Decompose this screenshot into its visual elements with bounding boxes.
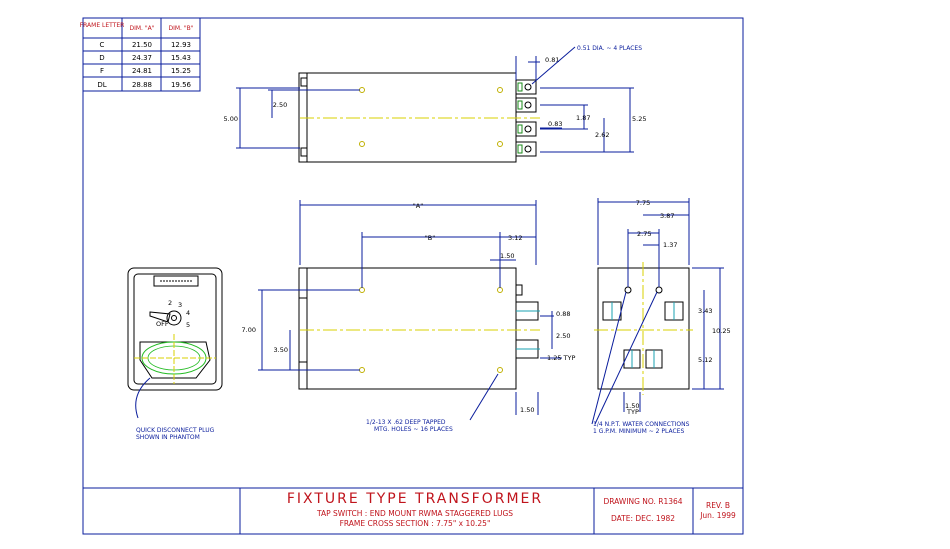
table-cell: 24.37 xyxy=(132,54,152,62)
revision: REV. B xyxy=(706,501,730,510)
front-view: "A" "B" 3.12 1.50 7.00 3.50 0.88 2.50 1.… xyxy=(242,200,575,433)
note-plug: SHOWN IN PHANTOM xyxy=(136,434,200,441)
dim-label: 1.50 xyxy=(520,406,534,414)
tap-number: 2 xyxy=(168,299,172,307)
note-plug: QUICK DISCONNECT PLUG xyxy=(136,427,215,434)
dim-label: 2.62 xyxy=(595,131,609,139)
dim-label: 5.12 xyxy=(698,356,712,364)
title-block: FIXTURE TYPE TRANSFORMER TAP SWITCH : EN… xyxy=(287,491,736,528)
note-water: 1 G.P.M. MINIMUM ~ 2 PLACES xyxy=(593,428,684,435)
dim-label: 3.50 xyxy=(274,346,288,354)
drawing-subtitle: TAP SWITCH : END MOUNT RWMA STAGGERED LU… xyxy=(316,509,513,518)
table-cell: 21.50 xyxy=(132,41,152,49)
table-cell: C xyxy=(100,41,105,49)
tap-number: 3 xyxy=(178,301,182,309)
note-holes: 1/2-13 X .62 DEEP TAPPED xyxy=(366,419,446,426)
table-cell: 12.93 xyxy=(171,41,191,49)
tap-number: 4 xyxy=(186,309,190,317)
table-cell: F xyxy=(100,67,104,75)
drawing-title: FIXTURE TYPE TRANSFORMER xyxy=(287,491,543,507)
end-view: 7.75 3.87 2.75 1.37 10.25 3.43 5.12 1.50… xyxy=(591,198,731,435)
table-header-frame: FRAME LETTER xyxy=(80,22,125,29)
dim-label: 3.87 xyxy=(660,212,674,220)
dim-label: 1.50 xyxy=(500,252,514,260)
callout-dia: 0.51 DIA. ~ 4 PLACES xyxy=(577,45,642,52)
drawing-number: DRAWING NO. R1364 xyxy=(603,497,682,506)
dim-label: 5.25 xyxy=(632,115,646,123)
table-header-a: DIM. "A" xyxy=(129,25,154,32)
note-water: 1/4 N.P.T. WATER CONNECTIONS xyxy=(593,421,690,428)
table-cell: 28.88 xyxy=(132,81,152,89)
top-view: 5.00 2.50 0.81 0.51 DIA. ~ 4 PLACES 5.25… xyxy=(224,45,646,163)
dim-label: 5.00 xyxy=(224,115,238,123)
table-cell: 24.81 xyxy=(132,67,152,75)
drawing-date: DATE: DEC. 1982 xyxy=(611,514,675,523)
dim-label: "B" xyxy=(425,234,435,242)
dim-label: TYP xyxy=(626,408,639,416)
dim-label: 2.50 xyxy=(273,101,287,109)
table-cell: 15.43 xyxy=(171,54,191,62)
tap-label-off: OFF xyxy=(156,320,169,328)
revision-date: Jun. 1999 xyxy=(699,511,736,520)
dim-label: 3.12 xyxy=(508,234,522,242)
dim-label: 0.88 xyxy=(556,310,570,318)
frame-table: FRAME LETTER DIM. "A" DIM. "B" C 21.50 1… xyxy=(80,17,201,92)
table-cell: 15.25 xyxy=(171,67,191,75)
table-cell: 19.56 xyxy=(171,81,192,89)
dim-label: 2.75 xyxy=(637,230,651,238)
dim-label: 7.00 xyxy=(242,326,256,334)
drawing-subtitle: FRAME CROSS SECTION : 7.75" x 10.25" xyxy=(340,519,491,528)
tap-switch-view: 2 3 4 5 OFF QUICK DISCONNECT PLUG SHOWN … xyxy=(127,267,223,441)
table-cell: DL xyxy=(97,81,106,89)
dim-label: "A" xyxy=(413,202,423,210)
dim-label: 0.83 xyxy=(548,120,562,128)
dim-label: 1.37 xyxy=(663,241,677,249)
dim-label: 1.50 xyxy=(625,402,639,410)
table-cell: D xyxy=(99,54,104,62)
dim-label: 3.43 xyxy=(698,307,712,315)
dim-label: 7.75 xyxy=(636,199,650,207)
tap-number: 5 xyxy=(186,321,190,329)
dim-label: 1.87 xyxy=(576,114,590,122)
sheet-border xyxy=(82,17,744,535)
dim-label: 1.25 TYP xyxy=(547,354,575,362)
table-header-b: DIM. "B" xyxy=(168,25,193,32)
dim-label: 0.81 xyxy=(545,56,559,64)
note-holes: MTG. HOLES ~ 16 PLACES xyxy=(374,426,453,433)
dim-label: 2.50 xyxy=(556,332,570,340)
dim-label: 10.25 xyxy=(712,327,731,335)
